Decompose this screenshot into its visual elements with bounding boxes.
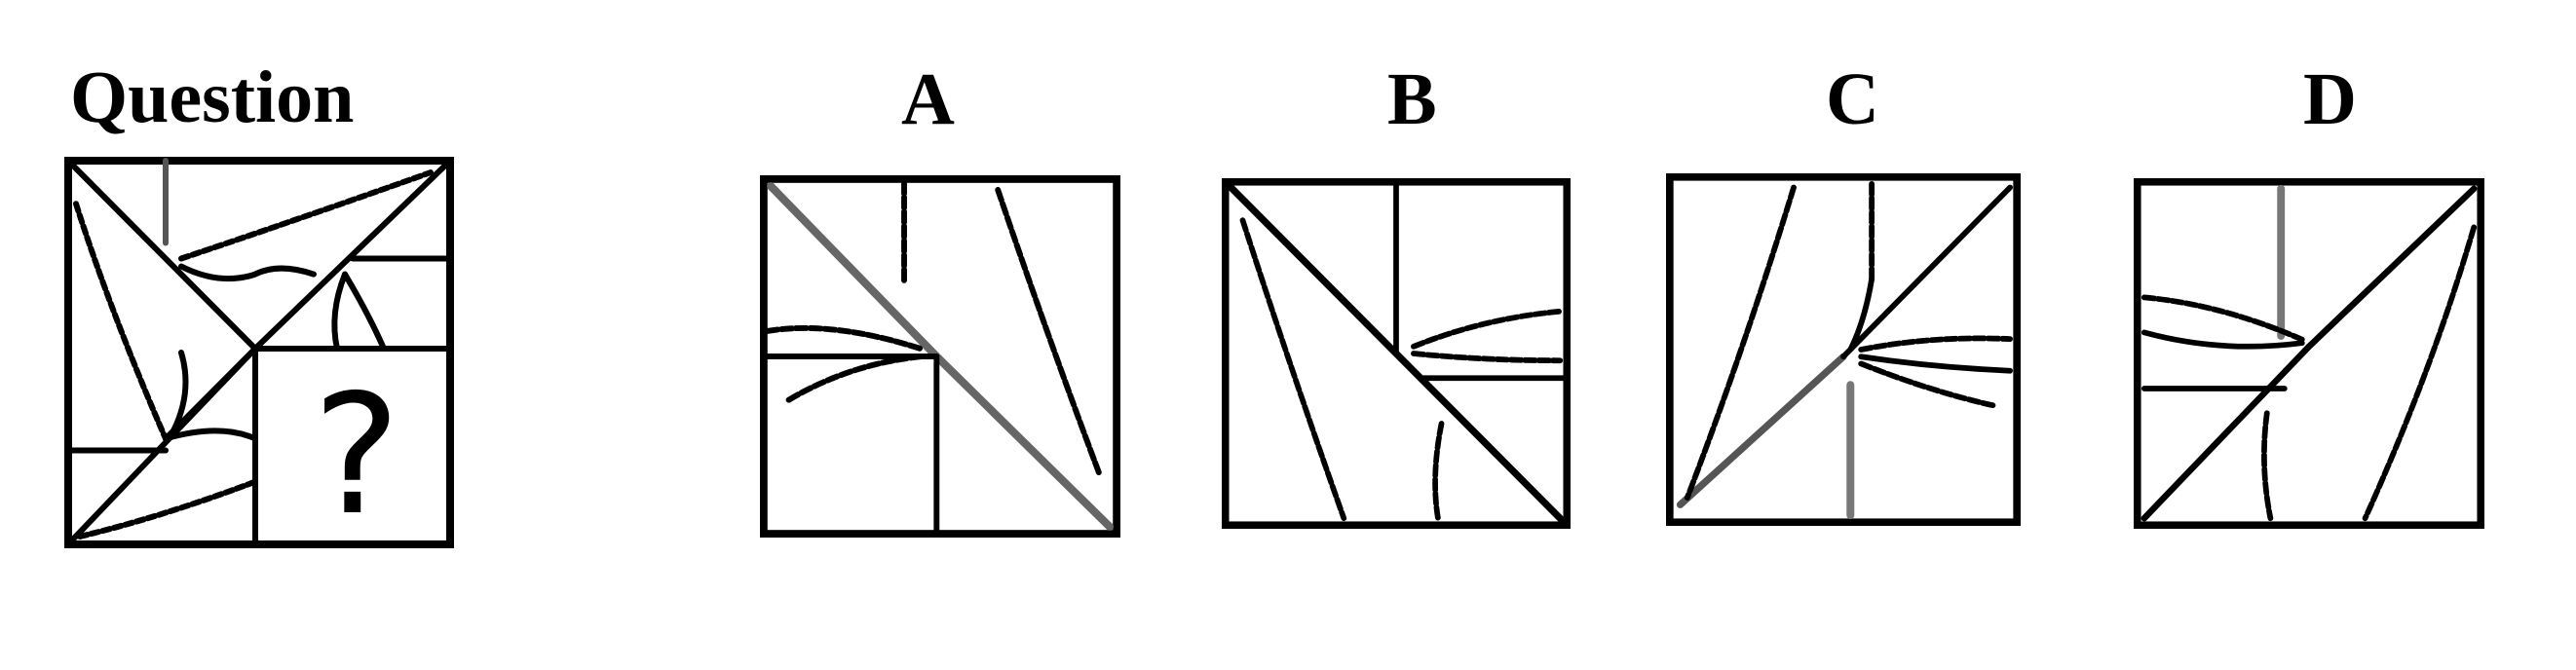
- option-b-label: B: [1387, 58, 1437, 140]
- option-a-figure[interactable]: [760, 175, 1120, 538]
- option-d-label: D: [2303, 58, 2357, 140]
- question-figure: [64, 157, 454, 548]
- option-d-figure[interactable]: [2134, 178, 2484, 529]
- option-c-figure[interactable]: [1666, 173, 2021, 526]
- question-title: Question: [70, 56, 355, 138]
- option-a-label: A: [901, 58, 955, 140]
- question-panel: ?: [64, 157, 454, 548]
- option-b-figure[interactable]: [1222, 178, 1571, 529]
- question-mark-icon: ?: [312, 359, 401, 552]
- option-c-label: C: [1826, 58, 1879, 140]
